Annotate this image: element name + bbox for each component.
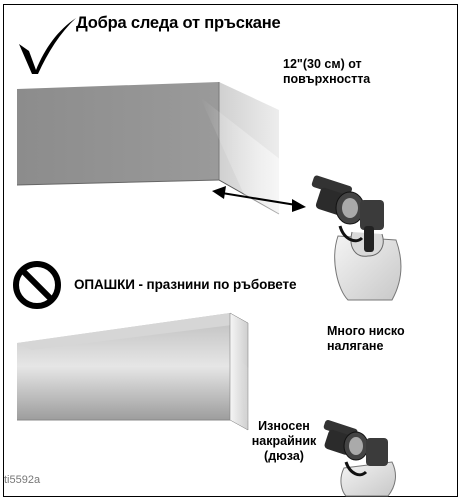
- low-pressure-line1: Много ниско: [327, 324, 405, 338]
- spray-gun-top-icon: [311, 175, 402, 301]
- wall-front: [17, 82, 219, 185]
- spray-gun-bottom-icon: [323, 420, 396, 497]
- distance-label-line1: 12"(30 см) от: [283, 57, 362, 71]
- distance-label-line2: повърхността: [283, 72, 371, 86]
- worn-tip-label: Износен накрайник (дюза): [239, 419, 329, 464]
- worn-tip-line2: накрайник: [251, 434, 317, 448]
- worn-tip-line3: (дюза): [264, 449, 304, 463]
- figure-code: ti5592a: [4, 474, 41, 486]
- distance-label: 12"(30 см) от повърхността: [283, 57, 370, 87]
- beam-top: [17, 313, 248, 350]
- spray-fan-good: [200, 97, 322, 230]
- checkmark-icon: [19, 18, 76, 74]
- worn-tip-line1: Износен: [258, 419, 310, 433]
- tails-label: ОПАШКИ - празнини по ръбовете: [74, 277, 297, 292]
- prohibited-icon: [13, 261, 61, 309]
- distance-arrow-icon: [212, 186, 306, 212]
- beam-side: [229, 312, 249, 431]
- good-spray-title: Добра следа от пръскане: [76, 14, 281, 32]
- low-pressure-line2: налягане: [327, 339, 384, 353]
- spray-fan-bad: [240, 360, 336, 452]
- low-pressure-label: Много ниско налягане: [327, 324, 405, 354]
